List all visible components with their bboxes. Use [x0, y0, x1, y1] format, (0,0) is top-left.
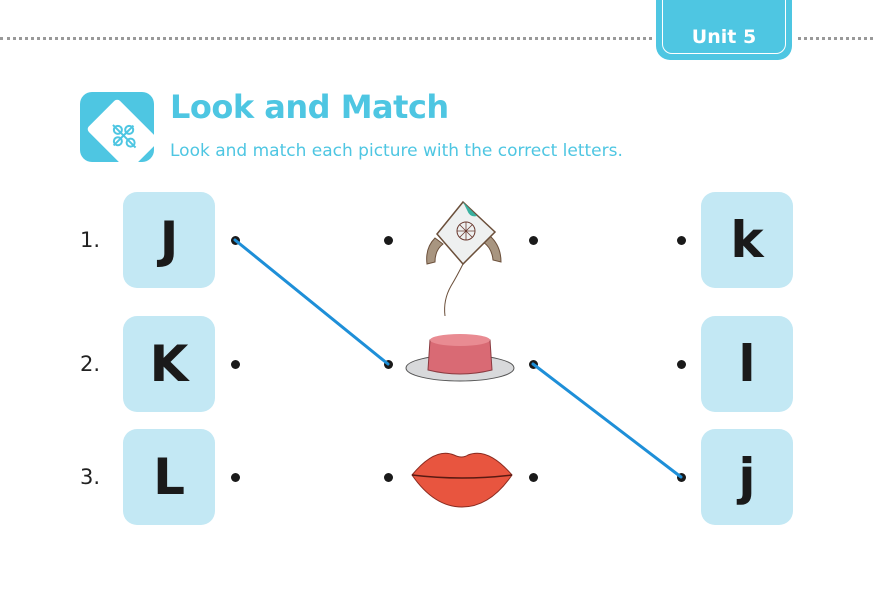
hat-picture	[404, 330, 519, 389]
lips-picture	[410, 445, 515, 514]
match-dot[interactable]	[529, 473, 538, 482]
match-dot[interactable]	[677, 360, 686, 369]
puzzle-icon	[80, 92, 158, 170]
row-number: 3.	[80, 465, 101, 489]
match-dot[interactable]	[529, 236, 538, 245]
row-number: 1.	[80, 228, 101, 252]
match-line-J-hat	[233, 238, 390, 366]
page-title: Look and Match	[170, 88, 449, 126]
lowercase-letter-tile: k	[701, 192, 793, 288]
uppercase-letter-tile: J	[123, 192, 215, 288]
dotted-rule-left	[0, 37, 652, 44]
match-dot[interactable]	[384, 236, 393, 245]
uppercase-letter-tile: K	[123, 316, 215, 412]
unit-label: Unit 5	[691, 26, 757, 48]
lowercase-letter-tile: j	[701, 429, 793, 525]
match-dot[interactable]	[231, 473, 240, 482]
lowercase-letter-tile: l	[701, 316, 793, 412]
match-dot[interactable]	[384, 473, 393, 482]
dotted-rule-right	[798, 37, 873, 44]
instruction-text: Look and match each picture with the cor…	[170, 141, 623, 161]
unit-tab: Unit 5	[656, 0, 792, 60]
match-dot[interactable]	[231, 360, 240, 369]
match-dot[interactable]	[677, 236, 686, 245]
uppercase-letter-tile: L	[123, 429, 215, 525]
kite-picture	[415, 196, 510, 325]
match-line-hat-j	[531, 362, 683, 479]
row-number: 2.	[80, 352, 101, 376]
